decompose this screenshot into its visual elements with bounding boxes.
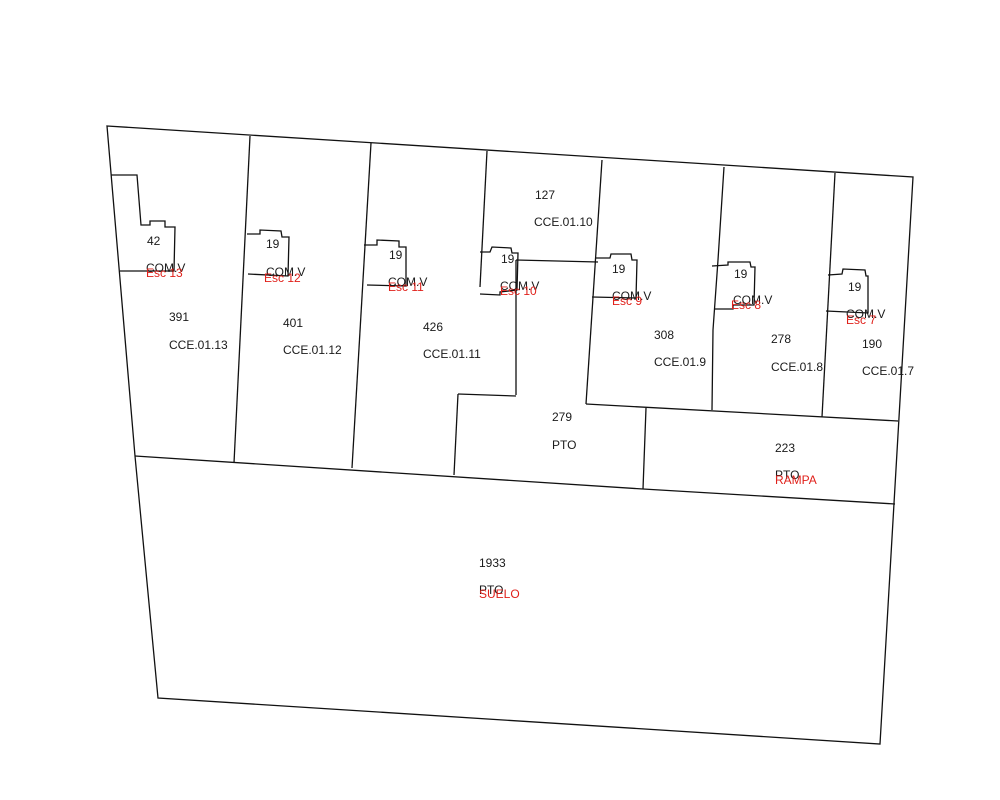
cell-stair: Esc 8	[731, 298, 761, 312]
room-code: CCE.01.10	[534, 215, 593, 229]
cell-area: 19	[848, 280, 862, 294]
cell-area: 19	[734, 267, 748, 281]
wall-10-9	[585, 159, 603, 405]
room-area: 127	[535, 188, 555, 202]
rampa-area: 223	[775, 441, 795, 455]
outer-boundary	[106, 125, 914, 745]
cell-use: COM.V	[612, 289, 651, 303]
room-code: CCE.01.8	[771, 360, 823, 374]
cell-stair: Esc 10	[500, 284, 537, 298]
divider-right-wing	[585, 403, 899, 422]
cell-stair: Esc 12	[264, 271, 301, 285]
cell-stair: Esc 11	[388, 280, 424, 294]
room-area: 391	[169, 310, 189, 324]
divider-upper-lower	[134, 455, 644, 490]
room-area: 278	[771, 332, 791, 346]
cell-use: COM.V	[146, 261, 185, 275]
wall-9-8	[711, 166, 725, 411]
cell-area: 19	[266, 237, 280, 251]
room-code: CCE.01.12	[283, 343, 342, 357]
cell-esc-13	[111, 174, 176, 272]
cell-use: COM.V	[266, 265, 305, 279]
rampa-type: RAMPA	[775, 473, 817, 487]
cell-esc-9	[591, 253, 638, 299]
cell-use: COM.V	[846, 307, 885, 321]
room-area: 426	[423, 320, 443, 334]
suelo-area: 1933	[479, 556, 506, 570]
room-code: CCE.01.9	[654, 355, 706, 369]
suelo-use: PTO	[479, 583, 503, 597]
cell-stair: Esc 7	[846, 313, 876, 327]
cell-stair: Esc 13	[146, 266, 183, 280]
divider-pto	[457, 393, 517, 397]
room-code: CCE.01.7	[862, 364, 914, 378]
rampa-use: PTO	[775, 468, 799, 482]
cell-stair: Esc 9	[612, 294, 642, 308]
wall-10-lower	[515, 259, 599, 263]
wall-12-11	[351, 142, 372, 469]
cell-esc-8	[711, 261, 756, 310]
cell-use: COM.V	[388, 275, 427, 289]
cell-use: COM.V	[733, 293, 772, 307]
divider-lower-right	[642, 488, 896, 505]
room-area: 308	[654, 328, 674, 342]
cell-esc-7	[825, 268, 869, 314]
cell-area: 42	[147, 234, 161, 248]
room-code: CCE.01.13	[169, 338, 228, 352]
room-area: 401	[283, 316, 303, 330]
cell-esc-10	[479, 246, 519, 296]
pto-use: PTO	[552, 438, 576, 452]
suelo-type: SUELO	[479, 587, 520, 601]
wall-11-10-top	[479, 150, 488, 288]
cell-esc-12	[247, 229, 290, 277]
pto-area: 279	[552, 410, 572, 424]
cell-use: COM.V	[500, 279, 539, 293]
cell-area: 19	[612, 262, 626, 276]
room-area: 190	[862, 337, 882, 351]
wall-pto-right	[642, 407, 647, 490]
room-code: CCE.01.11	[423, 347, 481, 361]
cell-area: 19	[501, 252, 515, 266]
wall-13-12	[233, 135, 251, 464]
cell-area: 19	[389, 248, 403, 262]
cell-esc-11	[364, 239, 407, 287]
wall-pto-left	[453, 393, 459, 476]
wall-8-7	[821, 172, 836, 418]
